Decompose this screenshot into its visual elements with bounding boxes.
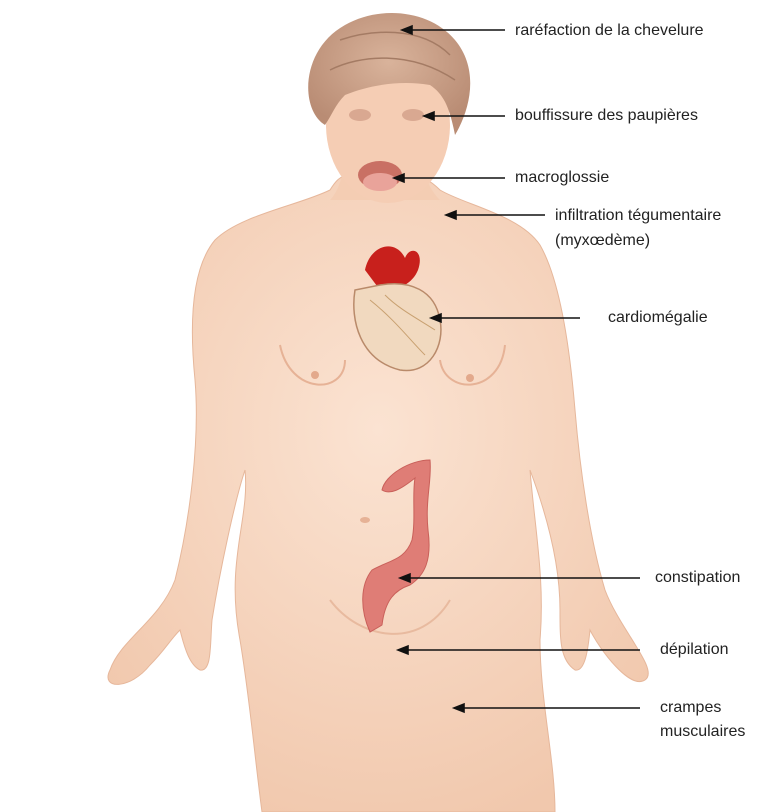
label-colon: constipation xyxy=(655,568,740,588)
label-heart: cardiomégalie xyxy=(608,308,708,328)
label-tongue: macroglossie xyxy=(515,168,609,188)
label-cramps-line2: musculaires xyxy=(660,722,745,742)
label-pubic: dépilation xyxy=(660,640,729,660)
right-eye xyxy=(402,109,424,121)
label-skin-line2: (myxœdème) xyxy=(555,231,650,251)
label-skin-line1: infiltration tégumentaire xyxy=(555,206,721,226)
tongue xyxy=(363,173,397,191)
label-cramps-line1: crampes xyxy=(660,698,721,718)
left-eye xyxy=(349,109,371,121)
right-nipple xyxy=(466,374,474,382)
left-nipple xyxy=(311,371,319,379)
label-hair: raréfaction de la chevelure xyxy=(515,21,704,41)
navel xyxy=(360,517,370,523)
label-eyelids: bouffissure des paupières xyxy=(515,106,698,126)
